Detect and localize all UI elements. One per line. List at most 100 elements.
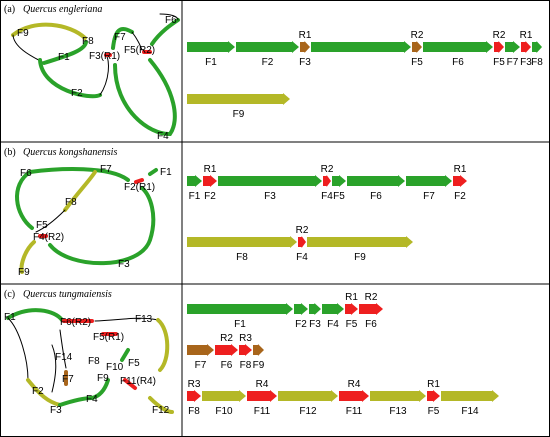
panel-2-row-2-segment-1-label: F10 [215,406,233,417]
edge-f2 [26,378,62,407]
edge-f8 [63,170,97,212]
panel-2-row-0-segment-5-label: F6 [365,319,377,330]
panel-0-row-0-segment-3 [311,41,411,53]
label-f7: F7 [114,32,126,43]
edge-f2 [134,178,144,184]
panel-1-row-0-segment-3-repeat-label: R2 [321,164,334,175]
label-f3-r1: F3(R1) [89,51,120,62]
panel-1-row-0-segment-7-repeat-label: R1 [454,164,467,175]
label-f9: F9 [17,28,29,39]
panel-2-row-1-segment-2-label: F8 [240,360,252,371]
edge-link [35,209,66,233]
panel-0-row-0-segment-9 [532,41,542,53]
panel-1-row-0-segment-7 [453,175,467,187]
edge-f7 [28,167,130,182]
edge-link [159,13,179,21]
panel-2-row-2-segment-4-label: F11 [346,406,363,417]
panel-2-row-0-segment-2 [309,303,321,315]
panel-a-graph: (a) Quercus engleriana F9 F8 F1 F3(R1) F… [4,4,180,142]
label-f7: F7 [62,374,74,385]
panel-2-row-2-segment-5-label: F13 [389,406,407,417]
panel-2-row-2-segment-6-repeat-label: R1 [427,379,440,390]
panel-1-row-0-segment-1-repeat-label: R1 [204,164,217,175]
label-f8: F8 [88,356,100,367]
panel-1-row-0-segment-5 [347,175,405,187]
edge-f1 [42,40,88,65]
panel-2-row-1-segment-1-repeat-label: R2 [220,333,233,344]
panel-2-row-2-segment-3-label: F12 [299,406,317,417]
panel-0-row-0-segment-7 [505,41,520,53]
panel-1-row-1-segment-0 [187,236,297,248]
panel-0-row-0-segment-2-label: F3 [299,57,311,68]
panel-2-row-0-segment-4-label: F5 [346,319,358,330]
panel-0-row-0-segment-0-label: F1 [205,57,217,68]
panel-2-row-2-segment-4 [339,390,369,402]
panel-1-row-0-segment-7-label: F2 [454,191,466,202]
panel-2-row-1-segment-1-label: F6 [221,360,233,371]
panel-1-row-0-segment-6 [406,175,452,187]
panel-2-row-2-segment-3 [278,390,338,402]
panel-1-row-1-segment-1-repeat-label: R2 [296,225,309,236]
edge-link [51,344,57,393]
panel-1-row-1-segment-2 [307,236,413,248]
label-f2: F2 [32,386,44,397]
panel-1-row-0-segment-0-label: F1 [189,191,201,202]
panel-1-row-0-segment-6-label: F7 [423,191,435,202]
panel-0-row-0-segment-6 [494,41,504,53]
edge-f10 [120,348,130,362]
label-f1: F1 [58,52,70,63]
panel-0-row-0-segment-4-repeat-label: R2 [411,30,424,41]
panel-0-row-0-segment-0 [187,41,235,53]
panel-2-row-2-segment-0-repeat-label: R3 [188,379,201,390]
label-f9: F9 [18,267,30,278]
edge-link [131,31,143,51]
panel-0-row-0-segment-2-repeat-label: R1 [299,30,312,41]
panel-1-row-1-segment-0-label: F8 [236,252,248,263]
panel-c-species: Quercus tungmaiensis [23,289,112,300]
panel-2-row-1-segment-3 [253,344,264,356]
panel-2-row-2-segment-7-label: F14 [461,406,479,417]
panel-2-row-2-segment-2-label: F11 [254,406,271,417]
label-f12: F12 [152,405,170,416]
label-f8: F8 [65,197,77,208]
edge-f7 [111,27,134,50]
edge-f2 [38,58,102,99]
panel-1-row-0-segment-5-label: F6 [370,191,382,202]
panel-2-row-0-segment-1 [294,303,308,315]
label-f8: F8 [82,36,94,47]
panel-2-row-1-segment-0-label: F7 [195,360,207,371]
panel-c-graph: (c) Quercus tungmaiensis F1 F6(R2) F13 F… [4,289,174,416]
edge-f4 [90,378,110,400]
panel-2-row-0-segment-4-repeat-label: R1 [345,292,358,303]
edge-f13 [156,318,170,372]
panel-2-row-2-segment-0 [187,390,201,402]
panel-0-row-0-segment-4 [412,41,422,53]
edge-f9 [11,22,87,40]
panel-2-row-0-segment-0 [187,303,293,315]
edge-link [59,329,67,369]
panel-1-row-0-segment-1 [203,175,217,187]
panel-2-row-0-segment-5 [359,303,383,315]
panel-0-row-1-segment-0 [187,93,290,105]
panel-2-row-2-segment-6-label: F5 [428,406,440,417]
panel-2-row-0-segment-5-repeat-label: R2 [365,292,378,303]
panel-2-row-0-segment-3 [322,303,344,315]
panel-2-row-2-segment-2 [247,390,277,402]
edge-f6 [150,18,180,46]
panel-b-letter: (b) [4,147,16,158]
panel-0-row-0-segment-1 [236,41,299,53]
panel-2-row-2-segment-4-repeat-label: R4 [348,379,361,390]
panel-2-row-0-segment-3-label: F4 [327,319,339,330]
label-f3: F3 [50,405,62,416]
edge-link [7,317,29,381]
panel-2-row-2-segment-5 [370,390,426,402]
panel-0-row-0-segment-9-label: F8 [531,57,543,68]
panel-2-row-2-segment-7 [441,390,499,402]
label-f4: F4 [86,394,98,405]
panel-0-row-0-segment-5-label: F6 [452,57,464,68]
panel-0-row-0-segment-4-label: F5 [411,57,423,68]
label-f9: F9 [97,373,109,384]
panel-0-row-0-segment-5 [423,41,493,53]
panel-2-row-1-segment-0 [187,344,214,356]
panel-a-letter: (a) [4,4,15,15]
